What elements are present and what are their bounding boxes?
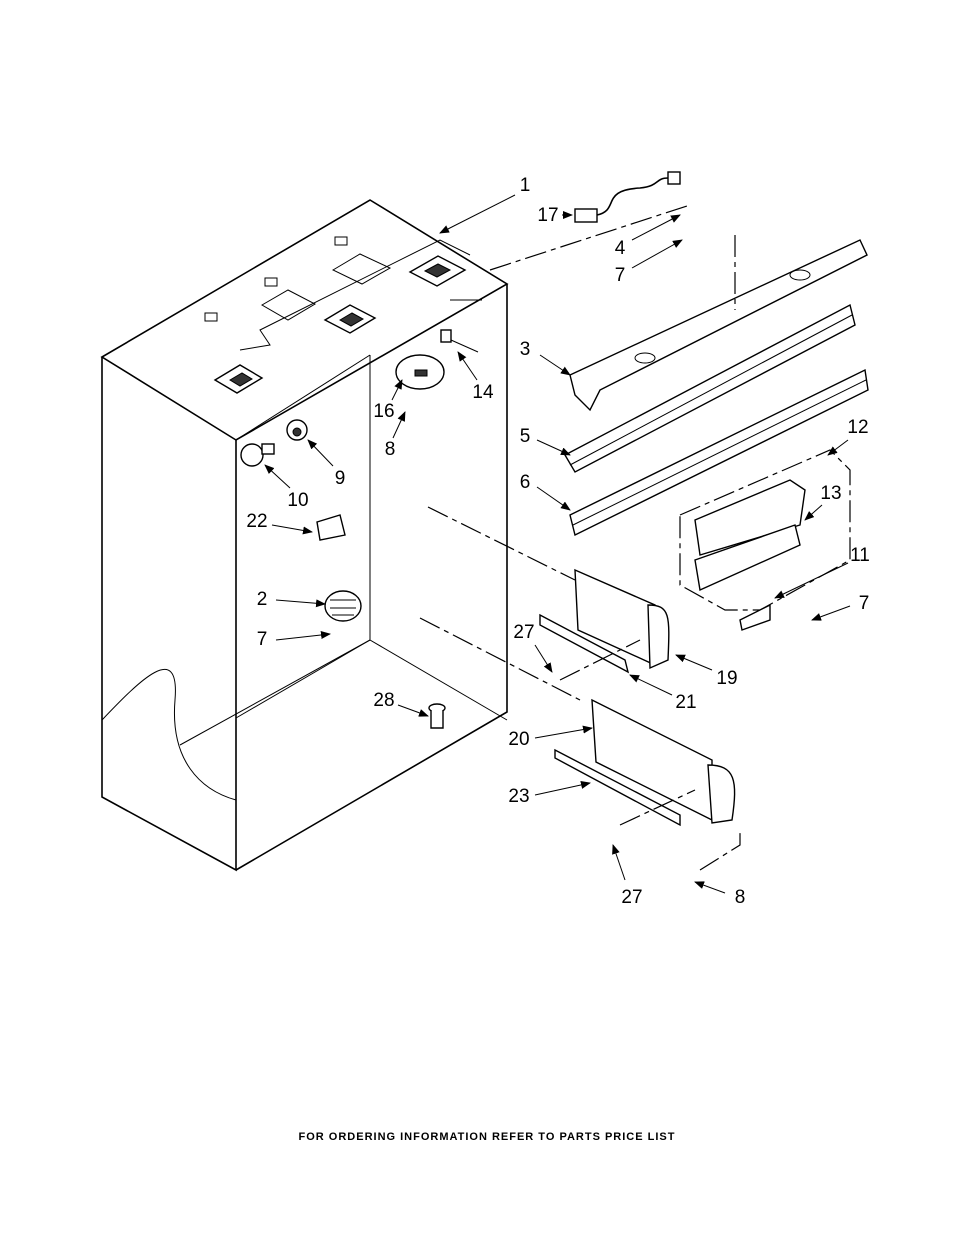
callout-5: 5: [520, 426, 531, 447]
callout-4: 4: [615, 238, 626, 259]
sensor: [440, 329, 479, 353]
callout-27b: 27: [621, 887, 642, 908]
control-housing: [569, 239, 868, 412]
callout-23: 23: [508, 786, 529, 807]
callout-20: 20: [508, 729, 529, 750]
callout-14: 14: [472, 382, 494, 403]
callout-19: 19: [716, 668, 737, 689]
callout-16: 16: [373, 401, 394, 422]
callout-21: 21: [675, 692, 696, 713]
front-rail: [564, 303, 856, 473]
callout-28: 28: [373, 690, 394, 711]
fan-grille: [324, 590, 362, 622]
callout-2: 2: [257, 589, 268, 610]
leader-lines: [264, 194, 851, 894]
callout-1: 1: [520, 175, 531, 196]
callout-7b: 7: [257, 629, 268, 650]
cover-20: [591, 698, 736, 824]
callout-8: 8: [385, 439, 396, 460]
callout-17: 17: [537, 205, 558, 226]
callout-labels: 1 17 4 7 3 14 16 8 5 9 10 6 12 13 11 22 …: [246, 175, 869, 908]
callout-3: 3: [520, 339, 531, 360]
light-socket: [286, 419, 308, 441]
rear-rail: [569, 368, 869, 537]
plug-28: [428, 703, 446, 729]
callout-10: 10: [287, 490, 308, 511]
callout-12: 12: [847, 417, 868, 438]
callout-22: 22: [246, 511, 267, 532]
callout-13: 13: [820, 483, 841, 504]
cover-19: [574, 568, 670, 670]
callout-11: 11: [850, 545, 870, 566]
rail-21: [539, 613, 630, 674]
wire-harness: [574, 171, 681, 223]
callout-7c: 7: [859, 593, 870, 614]
light-bulb: [240, 443, 275, 467]
dashed-guides: [419, 204, 741, 871]
control-assembly-12: [679, 449, 851, 631]
rail-23: [554, 748, 681, 827]
ordering-info-note: FOR ORDERING INFORMATION REFER TO PARTS …: [298, 1131, 676, 1143]
cabinet-liner: [100, 199, 509, 872]
bracket-22: [316, 514, 346, 541]
dispenser-button: [395, 354, 445, 390]
callout-7: 7: [615, 265, 626, 286]
callout-27: 27: [513, 622, 534, 643]
callout-6: 6: [520, 472, 531, 493]
callout-9: 9: [335, 468, 346, 489]
callout-8b: 8: [735, 887, 746, 908]
